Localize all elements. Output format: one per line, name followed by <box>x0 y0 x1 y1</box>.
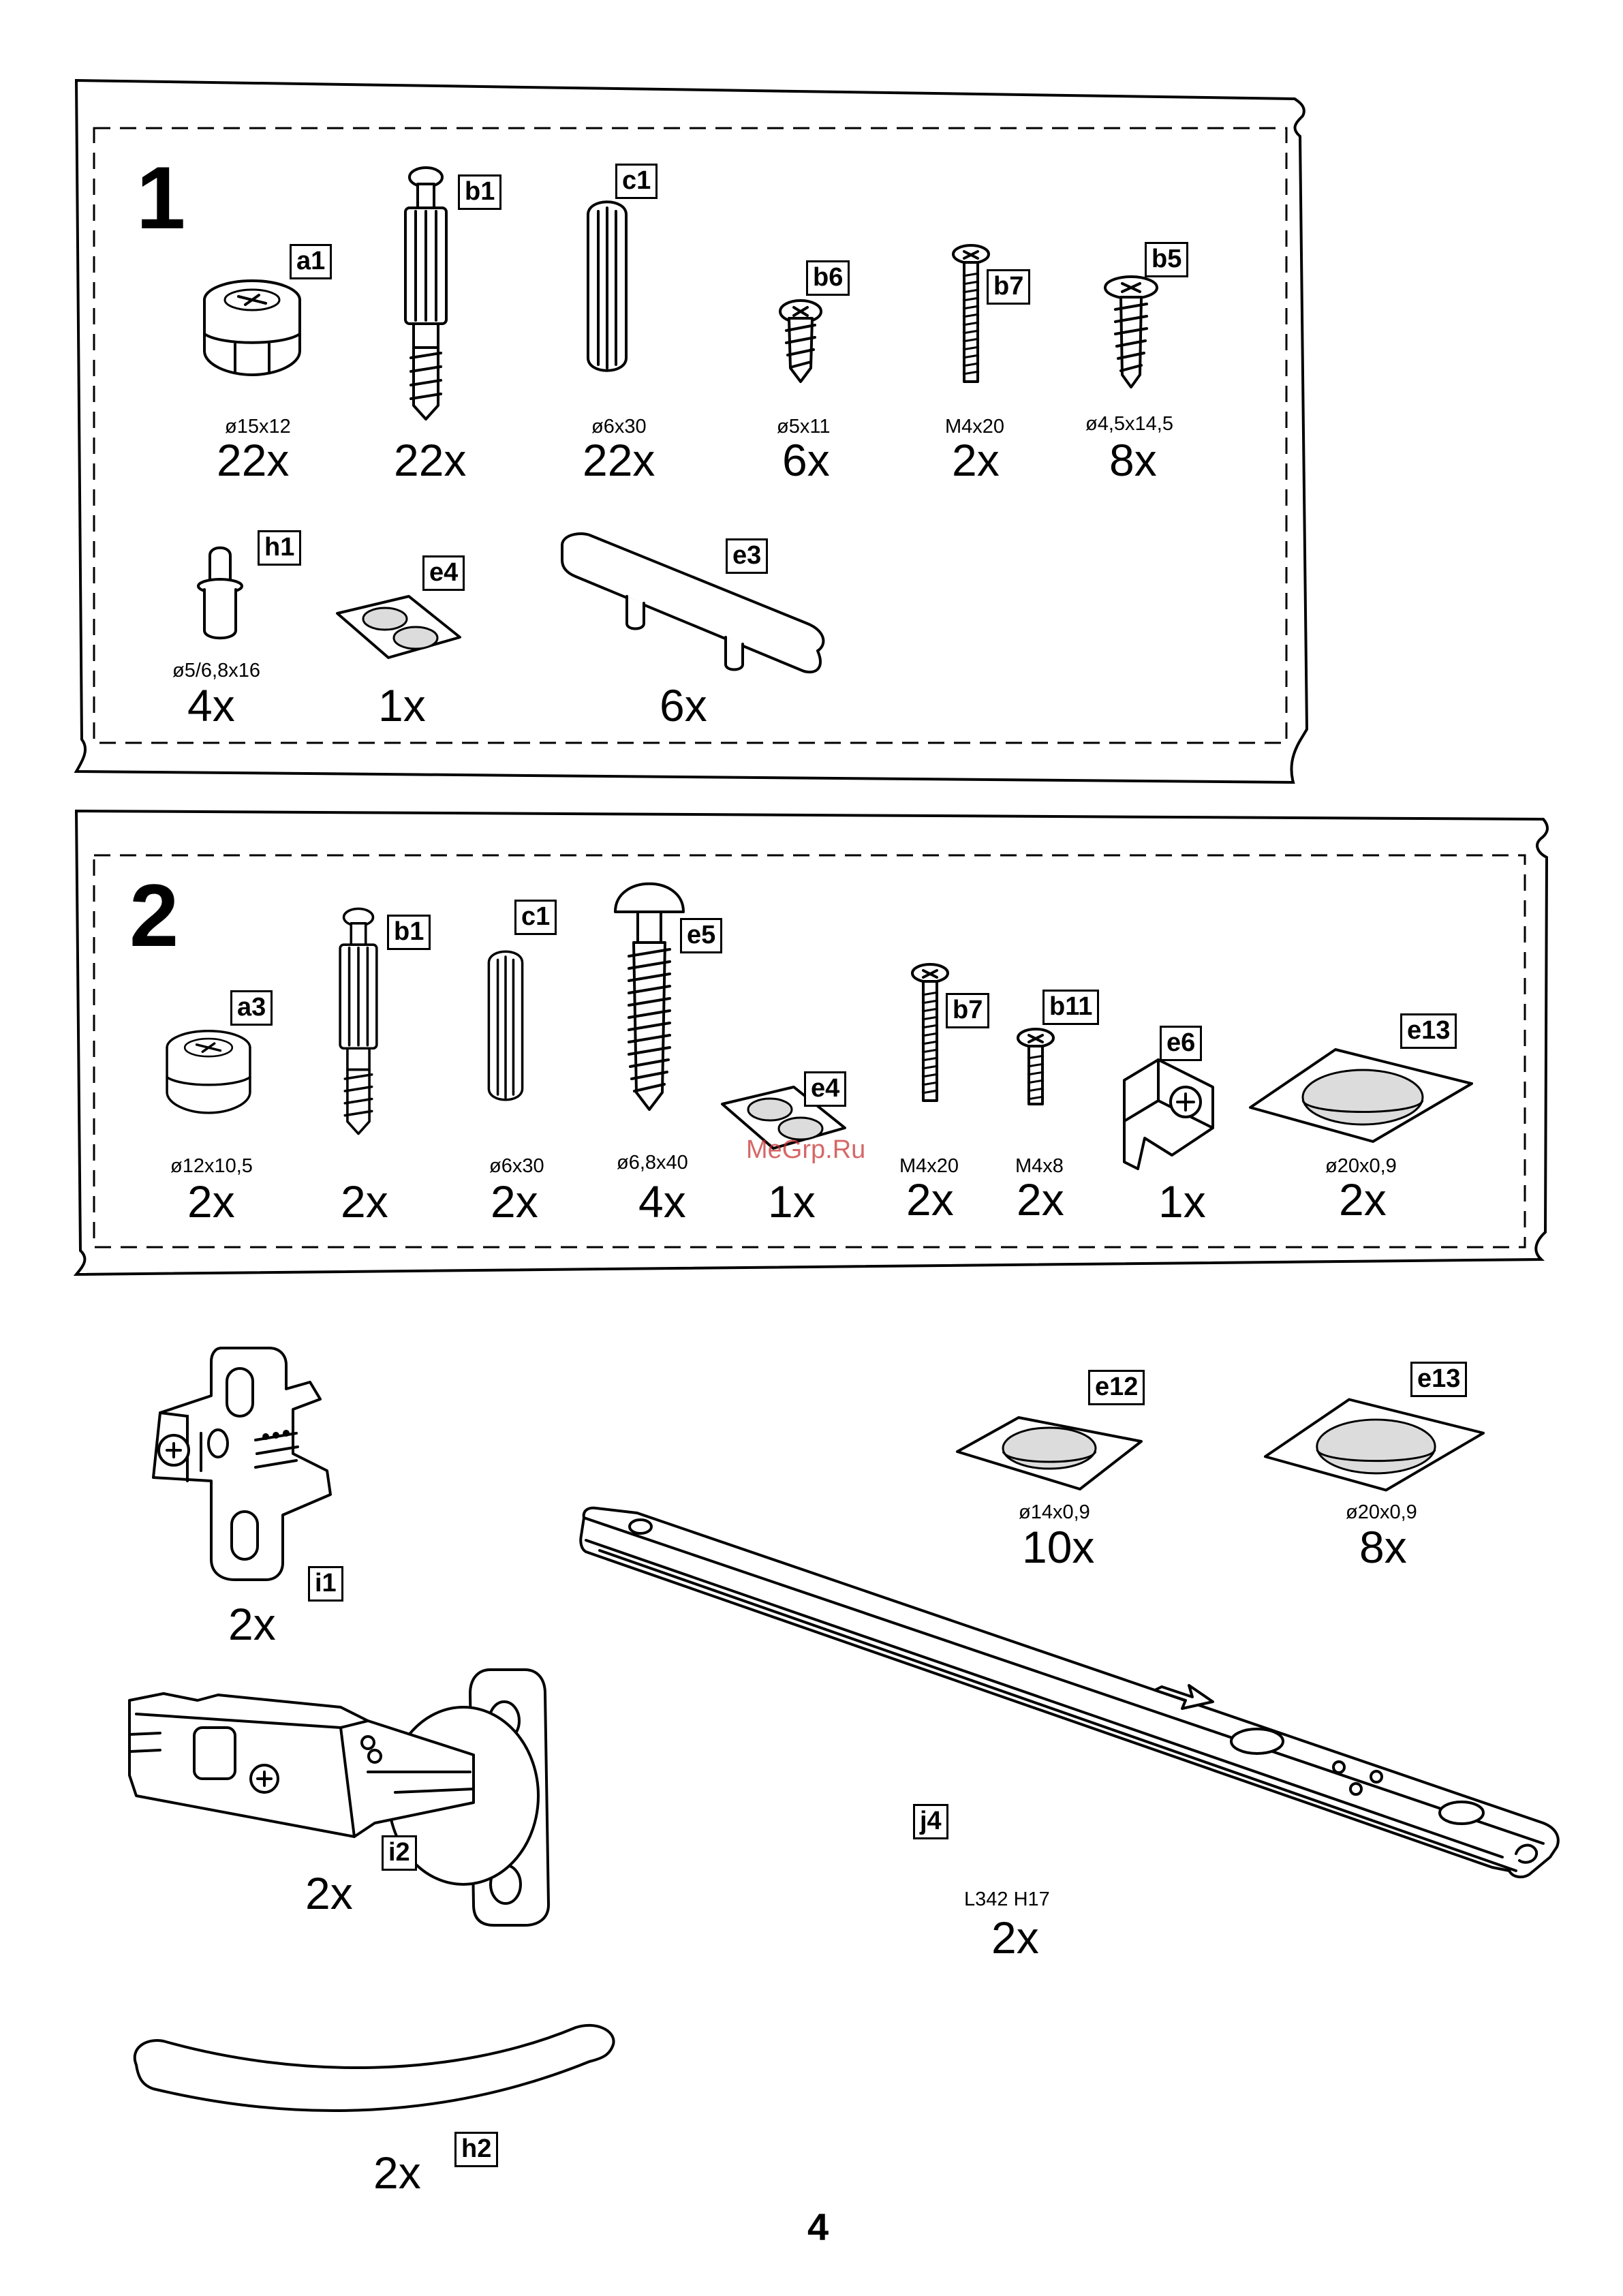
part-tag-h1: h1 <box>258 530 301 566</box>
short-machine-screw-icon <box>1015 1026 1056 1107</box>
part-qty-c1-s2: 2x <box>491 1179 538 1224</box>
wood-dowel-icon <box>585 194 630 378</box>
part-spec-e13-s2: ø20x0,9 <box>1325 1157 1397 1176</box>
part-qty-b7-s2: 2x <box>906 1177 954 1222</box>
part-tag-e6: e6 <box>1160 1026 1202 1061</box>
watermark: MeGrp.Ru <box>746 1137 865 1163</box>
part-qty-e13-s2: 2x <box>1339 1177 1387 1222</box>
part-qty-i2: 2x <box>305 1871 353 1916</box>
wood-dowel-icon <box>486 934 525 1118</box>
cam-bolt-icon <box>334 905 383 1137</box>
part-tag-b1-s2: b1 <box>387 915 431 950</box>
section-1-frame <box>0 0 1623 804</box>
part-qty-c1-s1: 22x <box>583 438 655 483</box>
part-spec-b5: ø4,5x14,5 <box>1085 414 1173 434</box>
part-tag-a1: a1 <box>290 244 332 279</box>
mounting-plate-icon <box>133 1341 344 1587</box>
part-tag-e12: e12 <box>1088 1370 1145 1405</box>
part-tag-c1-s2: c1 <box>514 900 557 935</box>
part-qty-e6: 1x <box>1158 1179 1206 1224</box>
part-tag-e3: e3 <box>726 538 768 574</box>
part-spec-j4: L342 H17 <box>964 1890 1050 1910</box>
part-qty-b7-s1: 2x <box>952 438 1000 483</box>
cam-lock-icon <box>158 1021 259 1122</box>
part-spec-a3: ø12x10,5 <box>170 1157 253 1176</box>
part-qty-a1: 22x <box>217 438 289 483</box>
section-1-number: 1 <box>136 153 185 242</box>
wood-screw-icon <box>1100 273 1162 388</box>
part-spec-a1: ø15x12 <box>225 417 291 437</box>
cam-lock-icon <box>194 269 310 385</box>
bumper-pads-icon <box>334 593 463 661</box>
page-number: 4 <box>807 2208 829 2246</box>
part-spec-b11: M4x8 <box>1015 1157 1064 1176</box>
part-tag-b7-s1: b7 <box>987 269 1030 305</box>
part-spec-b7-s1: M4x20 <box>945 417 1004 437</box>
part-qty-e4-s1: 1x <box>378 683 426 728</box>
part-qty-e5: 4x <box>638 1179 686 1224</box>
hinge-icon <box>123 1653 586 1929</box>
part-tag-b7-s2: b7 <box>946 993 989 1028</box>
corner-bracket-icon <box>1117 1053 1220 1172</box>
part-tag-b11: b11 <box>1042 990 1099 1025</box>
part-spec-c1-s1: ø6x30 <box>591 417 647 437</box>
part-qty-h2: 2x <box>373 2150 421 2195</box>
part-tag-e4-s1: e4 <box>422 555 465 591</box>
drawer-rail-icon <box>576 1503 1567 1884</box>
part-spec-e5: ø6,8x40 <box>617 1153 688 1173</box>
cam-bolt-icon <box>399 164 453 423</box>
part-qty-e4-s2: 1x <box>768 1179 816 1224</box>
part-tag-b1-s1: b1 <box>458 174 501 210</box>
part-qty-i1: 2x <box>228 1602 276 1647</box>
part-tag-e13-loose: e13 <box>1410 1362 1467 1397</box>
part-qty-b6: 6x <box>782 438 830 483</box>
part-spec-c1-s2: ø6x30 <box>489 1157 544 1176</box>
part-tag-b5: b5 <box>1145 242 1188 277</box>
part-tag-c1-s1: c1 <box>615 164 658 199</box>
part-tag-h2: h2 <box>454 2132 498 2167</box>
part-spec-b6: ø5x11 <box>777 417 830 437</box>
expansion-plug-icon <box>612 874 687 1113</box>
part-qty-b1-s2: 2x <box>341 1179 388 1224</box>
short-screw-icon <box>777 296 824 385</box>
part-spec-b7-s2: M4x20 <box>899 1157 959 1176</box>
machine-screw-icon <box>910 961 950 1104</box>
part-tag-i2: i2 <box>382 1835 417 1871</box>
part-spec-h1: ø5/6,8x16 <box>172 661 260 681</box>
part-qty-e3: 6x <box>660 683 707 728</box>
adhesive-pad-icon <box>1247 1046 1475 1145</box>
part-qty-a3: 2x <box>187 1179 235 1224</box>
part-qty-b5: 8x <box>1109 438 1157 483</box>
part-qty-j4: 2x <box>991 1915 1039 1960</box>
part-qty-b1-s1: 22x <box>394 438 466 483</box>
curved-trim-icon <box>126 2021 623 2133</box>
adhesive-pad-icon <box>1262 1394 1487 1496</box>
part-tag-a3: a3 <box>230 990 273 1026</box>
section-2-number: 2 <box>129 871 179 960</box>
part-tag-i1: i1 <box>308 1566 343 1602</box>
handle-icon <box>555 532 828 682</box>
shelf-pin-icon <box>196 545 244 641</box>
part-tag-e13-s2: e13 <box>1400 1013 1457 1049</box>
part-qty-h1: 4x <box>187 683 235 728</box>
part-tag-e5: e5 <box>680 918 722 953</box>
part-tag-e4-s2: e4 <box>804 1071 846 1107</box>
part-tag-j4: j4 <box>913 1804 948 1839</box>
part-tag-b6: b6 <box>806 260 850 296</box>
adhesive-pad-icon <box>954 1411 1145 1496</box>
machine-screw-icon <box>950 242 991 385</box>
part-qty-b11: 2x <box>1017 1177 1064 1222</box>
